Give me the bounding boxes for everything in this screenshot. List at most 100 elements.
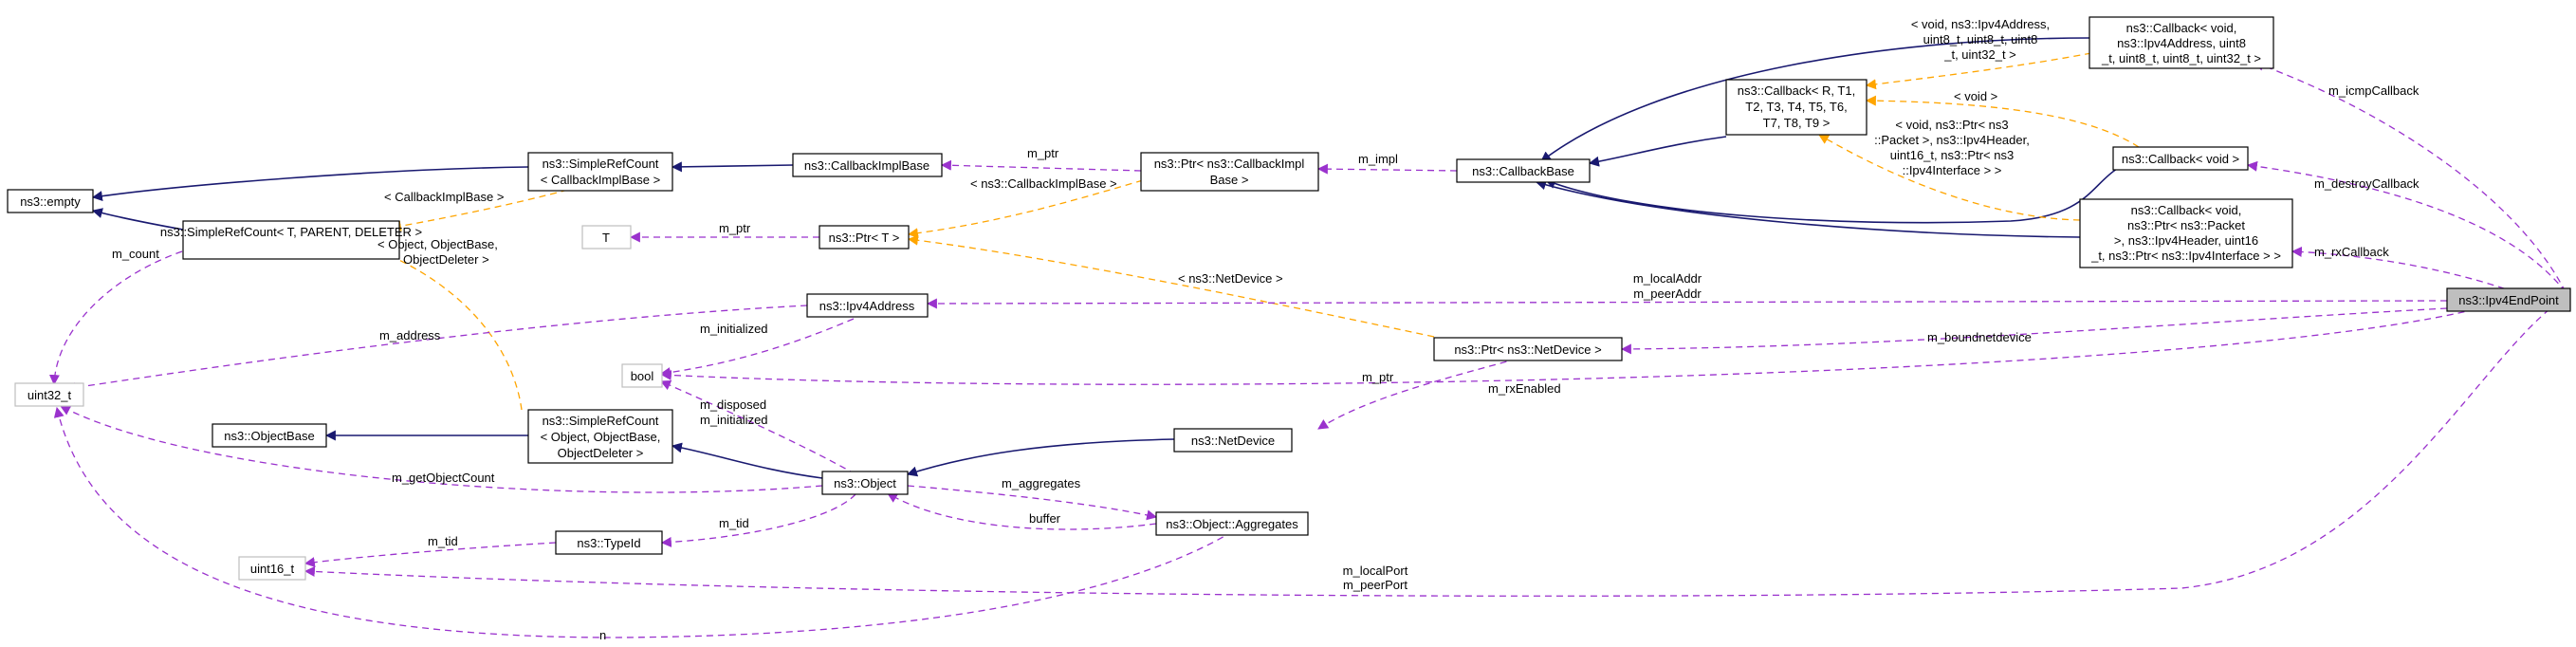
edge-use-tid xyxy=(304,542,557,568)
node-uint16[interactable]: uint16_t xyxy=(238,556,306,581)
edge-use-localaddr xyxy=(926,298,2448,309)
edge-use-ptr-cib xyxy=(940,159,1142,172)
edges xyxy=(48,37,2567,638)
node-object-aggregates[interactable]: ns3::Object::Aggregates xyxy=(1155,511,1309,536)
label-m-localaddr: m_localAddr xyxy=(1633,271,1702,286)
node-uint32-label: uint32_t xyxy=(28,388,72,402)
node-ptr-cib-line2: Base > xyxy=(1210,173,1249,187)
edge-inherit-srcf-t-empty xyxy=(91,208,184,231)
label-m-aggregates: m_aggregates xyxy=(1002,476,1081,490)
node-uint16-label: uint16_t xyxy=(250,562,295,576)
node-cbrx-line3: >, ns3::Ipv4Header, uint16 xyxy=(2114,233,2258,248)
label-m-localport: m_localPort xyxy=(1343,564,1408,578)
edge-template-ptr-netdevice xyxy=(907,234,1435,338)
label-tpl-cib: < CallbackImplBase > xyxy=(384,190,504,204)
edge-use-tid-obj xyxy=(660,493,856,547)
label-m-boundnetdevice: m_boundnetdevice xyxy=(1927,330,2032,344)
edge-labels: m_count < CallbackImplBase > < Object, O… xyxy=(112,17,2420,642)
label-m-icmpcallback: m_icmpCallback xyxy=(2328,83,2420,98)
node-cbbase-label: ns3::CallbackBase xyxy=(1472,164,1574,178)
edge-use-localport xyxy=(304,308,2550,597)
edge-use-icmp xyxy=(2253,61,2567,293)
node-callbackimplbase[interactable]: ns3::CallbackImplBase xyxy=(792,153,943,177)
edge-inherit-cbvoid-cbbase xyxy=(1544,168,2118,224)
label-tpl-cib2: < ns3::CallbackImplBase > xyxy=(970,176,1117,191)
node-srcf-cib-line1: ns3::SimpleRefCount xyxy=(543,157,659,171)
node-objectbase[interactable]: ns3::ObjectBase xyxy=(212,423,327,448)
label-tpl-nd: < ns3::NetDevice > xyxy=(1178,271,1283,286)
edge-use-rxenabled xyxy=(660,308,2476,385)
edge-use-disposed xyxy=(659,379,856,475)
node-typeid[interactable]: ns3::TypeId xyxy=(555,530,663,555)
node-ptr-netdevice[interactable]: ns3::Ptr< ns3::NetDevice > xyxy=(1433,337,1623,361)
label-tpl-rx-2: ::Packet >, ns3::Ipv4Header, xyxy=(1874,133,2030,147)
node-aggr-label: ns3::Object::Aggregates xyxy=(1166,517,1298,531)
label-tpl-rx-4: ::Ipv4Interface > > xyxy=(1903,163,2002,177)
node-ptr-cib-line1: ns3::Ptr< ns3::CallbackImpl xyxy=(1154,157,1305,171)
label-tpl-obj-1: < Object, ObjectBase, xyxy=(377,237,498,251)
label-tpl-icmp-3: _t, uint32_t > xyxy=(1943,47,2016,62)
node-t[interactable]: T xyxy=(581,225,632,250)
label-m-address: m_address xyxy=(379,328,441,342)
node-cbicmp-line2: ns3::Ipv4Address, uint8 xyxy=(2117,36,2246,50)
edge-use-cbbase-impl xyxy=(1316,163,1458,175)
node-empty-label: ns3::empty xyxy=(20,194,81,209)
node-callback-icmp[interactable]: ns3::Callback< void, ns3::Ipv4Address, u… xyxy=(2088,16,2274,69)
edge-inherit-object-srcfobj xyxy=(671,442,823,479)
node-t-label: T xyxy=(602,231,610,245)
node-ipv4endpoint[interactable]: ns3::Ipv4EndPoint xyxy=(2446,287,2571,312)
node-simplerefcount-t[interactable]: ns3::SimpleRefCount< T, PARENT, DELETER … xyxy=(160,220,422,260)
label-m-destroycallback: m_destroyCallback xyxy=(2314,176,2420,191)
label-m-getobjectcount: m_getObjectCount xyxy=(392,471,495,485)
label-m-peerport: m_peerPort xyxy=(1343,578,1408,592)
label-tpl-icmp-2: uint8_t, uint8_t, uint8 xyxy=(1923,32,2038,46)
label-m-initialized-2: m_initialized xyxy=(700,413,768,427)
node-objectbase-label: ns3::ObjectBase xyxy=(224,429,314,443)
node-cib-label: ns3::CallbackImplBase xyxy=(804,158,929,173)
edge-use-n xyxy=(53,406,1234,638)
node-uint32[interactable]: uint32_t xyxy=(14,382,84,407)
node-typeid-label: ns3::TypeId xyxy=(577,536,640,550)
label-n: n xyxy=(599,628,606,642)
node-bool-label: bool xyxy=(631,369,654,383)
label-m-disposed: m_disposed xyxy=(700,397,766,412)
label-m-initialized: m_initialized xyxy=(700,322,768,336)
node-simplerefcount-callbackimplbase[interactable]: ns3::SimpleRefCount < CallbackImplBase > xyxy=(527,152,673,192)
edge-template-srcf-t-obj xyxy=(353,239,523,411)
node-srcf-obj-line2: < Object, ObjectBase, xyxy=(541,430,661,444)
node-callback-rx[interactable]: ns3::Callback< void, ns3::Ptr< ns3::Pack… xyxy=(2079,198,2293,268)
label-m-ptr-nd: m_ptr xyxy=(1362,370,1394,384)
label-m-count: m_count xyxy=(112,247,159,261)
nodes: ns3::empty uint32_t ns3::SimpleRefCount … xyxy=(7,16,2571,581)
node-callbackbase[interactable]: ns3::CallbackBase xyxy=(1456,158,1591,183)
node-callback-generic[interactable]: ns3::Callback< R, T1, T2, T3, T4, T5, T6… xyxy=(1725,79,1868,136)
node-simplerefcount-object[interactable]: ns3::SimpleRefCount < Object, ObjectBase… xyxy=(527,409,673,464)
node-ipv4address[interactable]: ns3::Ipv4Address xyxy=(806,293,929,318)
node-cbrx-line2: ns3::Ptr< ns3::Packet xyxy=(2127,218,2245,232)
edge-use-srcf-t-uint32 xyxy=(48,244,205,386)
node-srcf-obj-line1: ns3::SimpleRefCount xyxy=(543,414,659,428)
edge-inherit-srcf-cib-empty xyxy=(91,166,529,202)
node-ptr-callbackimplbase[interactable]: ns3::Ptr< ns3::CallbackImpl Base > xyxy=(1140,152,1319,192)
node-empty[interactable]: ns3::empty xyxy=(7,189,94,213)
node-cbicmp-line3: _t, uint8_t, uint8_t, uint32_t > xyxy=(2101,51,2261,65)
node-netdev-label: ns3::NetDevice xyxy=(1191,434,1275,448)
node-ptr-t-label: ns3::Ptr< T > xyxy=(829,231,900,245)
node-srcf-cib-line2: < CallbackImplBase > xyxy=(541,173,660,187)
label-m-rxcallback: m_rxCallback xyxy=(2314,245,2389,259)
label-m-tid-obj: m_tid xyxy=(719,516,749,530)
edge-template-ptr-cib xyxy=(907,179,1144,239)
node-netdevice[interactable]: ns3::NetDevice xyxy=(1173,428,1293,453)
edge-use-ptr-nd xyxy=(1317,358,1518,430)
node-object[interactable]: ns3::Object xyxy=(821,471,909,495)
node-bool[interactable]: bool xyxy=(621,363,663,388)
node-cbicmp-line1: ns3::Callback< void, xyxy=(2126,21,2237,35)
node-callback-void[interactable]: ns3::Callback< void > xyxy=(2112,146,2249,171)
node-cbrx-line1: ns3::Callback< void, xyxy=(2131,203,2242,217)
label-m-rxenabled: m_rxEnabled xyxy=(1488,381,1561,396)
edge-inherit-cbicmp-cbbase xyxy=(1540,37,2090,162)
node-ptr-t[interactable]: ns3::Ptr< T > xyxy=(819,225,910,250)
edge-use-initialized xyxy=(659,318,855,379)
node-cbgen-line2: T2, T3, T4, T5, T6, xyxy=(1745,100,1847,114)
